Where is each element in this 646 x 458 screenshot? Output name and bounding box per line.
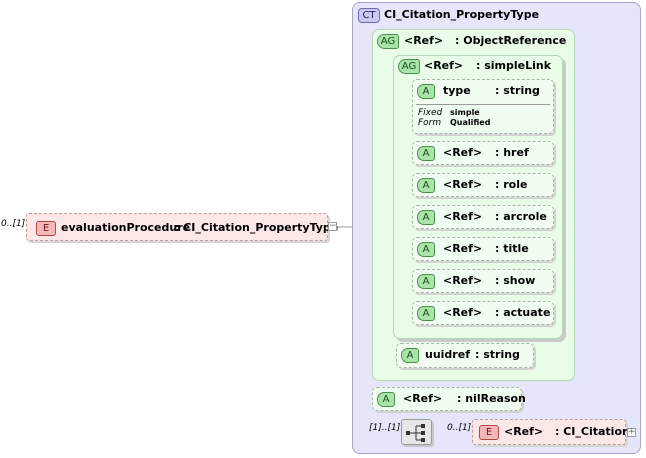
attribute-type-value: : title [495, 242, 529, 255]
attribute-group-ref: <Ref> [424, 59, 464, 72]
attribute-type-value: : arcrole [495, 210, 547, 223]
attribute-nil-reason[interactable]: A <Ref> : nilReason [372, 387, 526, 411]
attribute-group-badge: AG [377, 34, 399, 49]
attribute-ref: <Ref> [443, 306, 483, 319]
root-occurrence: 0..[1] [1, 219, 26, 229]
attribute-type-value: : nilReason [457, 392, 526, 405]
attribute-badge: A [417, 306, 435, 321]
attribute-ref: <Ref> [443, 274, 483, 287]
attribute-ref: <Ref> [443, 146, 483, 159]
form-value: Qualified [450, 118, 491, 127]
attribute-type-value: : string [495, 84, 540, 97]
attribute-badge: A [377, 392, 395, 407]
attribute-type-value: : show [495, 274, 536, 287]
attribute-role[interactable]: A <Ref> : role [412, 173, 554, 197]
root-element-name: evaluationProcedure [61, 221, 191, 234]
root-element-evaluation-procedure[interactable]: E evaluationProcedure : CI_Citation_Prop… [26, 213, 338, 241]
attribute-badge: A [417, 84, 435, 99]
attribute-title[interactable]: A <Ref> : title [412, 237, 554, 261]
sequence-icon [406, 424, 425, 442]
attribute-group-badge: AG [398, 59, 420, 74]
sequence-occurrence: [1]..[1] [369, 423, 401, 433]
attribute-ref: <Ref> [443, 178, 483, 191]
attribute-actuate[interactable]: A <Ref> : actuate [412, 301, 554, 325]
attribute-ref: <Ref> [443, 210, 483, 223]
attribute-type-value: : string [475, 348, 520, 361]
fixed-value: simple [450, 108, 480, 117]
child-element-ci-citation[interactable]: E <Ref> : CI_Citation [472, 419, 630, 445]
attribute-href[interactable]: A <Ref> : href [412, 141, 554, 165]
root-element-type: : CI_Citation_PropertyType [175, 221, 339, 234]
attribute-badge: A [417, 242, 435, 257]
element-badge: E [479, 425, 499, 440]
attribute-badge: A [417, 210, 435, 225]
attribute-group-ref: <Ref> [404, 34, 444, 47]
fixed-label: Fixed [418, 108, 443, 118]
attribute-type-value: : role [495, 178, 528, 191]
complex-type-badge: CT [358, 8, 380, 23]
attribute-badge: A [417, 274, 435, 289]
attribute-group-type: : simpleLink [476, 59, 552, 72]
attribute-group-type: : ObjectReference [455, 34, 567, 47]
element-badge: E [36, 221, 56, 236]
attribute-badge: A [417, 178, 435, 193]
collapse-icon[interactable]: − [328, 221, 337, 231]
attribute-uuidref[interactable]: A uuidref : string [396, 343, 534, 368]
attribute-ref: <Ref> [403, 392, 443, 405]
attribute-type-value: : href [495, 146, 529, 159]
child-occurrence: 0..[1] [447, 423, 472, 433]
attribute-show[interactable]: A <Ref> : show [412, 269, 554, 293]
attribute-badge: A [417, 146, 435, 161]
attribute-badge: A [401, 348, 419, 363]
attribute-type-value: : actuate [495, 306, 551, 319]
child-element-ref: <Ref> [504, 425, 544, 438]
attribute-name: uuidref [425, 348, 470, 361]
attribute-ref: <Ref> [443, 242, 483, 255]
attribute-arcrole[interactable]: A <Ref> : arcrole [412, 205, 554, 229]
expand-icon[interactable]: + [627, 427, 636, 437]
form-label: Form [418, 118, 442, 128]
sequence-compositor[interactable] [401, 419, 432, 445]
attribute-divider [416, 104, 550, 105]
attribute-type[interactable]: A type : string Fixed simple Form Qualif… [412, 79, 554, 134]
complex-type-name: CI_Citation_PropertyType [384, 8, 540, 21]
attribute-name: type [443, 84, 471, 97]
child-element-type: : CI_Citation [555, 425, 630, 438]
